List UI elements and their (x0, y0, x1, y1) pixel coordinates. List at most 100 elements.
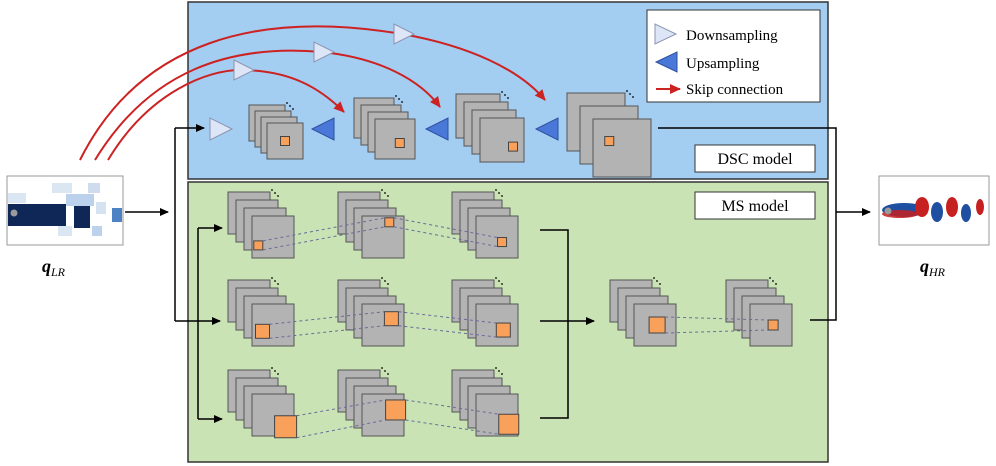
ms-stack-r3-c2 (337, 367, 407, 437)
receptive-link (262, 226, 385, 251)
ellipsis-dot (277, 283, 279, 285)
ellipsis-dot (384, 280, 386, 282)
ellipsis-dot (769, 277, 771, 279)
kernel (498, 413, 520, 435)
receptive-link (398, 311, 497, 324)
ellipsis-dot (381, 277, 383, 279)
ellipsis-dot (626, 90, 628, 92)
ms-label-box (694, 191, 816, 220)
ellipsis-dot (387, 373, 389, 375)
kernel (394, 138, 405, 148)
input-label: qLR (42, 256, 66, 279)
ellipsis-dot (772, 280, 774, 282)
ellipsis-dot (384, 370, 386, 372)
ellipsis-dot (274, 280, 276, 282)
ellipsis-dot (501, 195, 503, 197)
upsampling-triangle-icon (534, 117, 559, 141)
ellipsis-dot (495, 367, 497, 369)
ellipsis-dot (395, 95, 397, 97)
receptive-link (665, 329, 769, 334)
ms-stack-r3-c1 (227, 367, 298, 439)
ellipsis-dot (498, 280, 500, 282)
downsampling-triangle-icon (313, 41, 336, 63)
ellipsis-dot (401, 101, 403, 103)
kernel (604, 136, 615, 147)
downsampling-triangle-icon (393, 23, 416, 45)
ellipsis-dot (501, 283, 503, 285)
ms-fusion-stack-2 (725, 277, 793, 347)
ellipsis-dot (629, 93, 631, 95)
downsampling-triangle-icon (233, 59, 256, 81)
ms-model-label: MS model (721, 198, 789, 215)
ellipsis-dot (271, 189, 273, 191)
receptive-link (405, 419, 499, 435)
kernel (497, 237, 508, 248)
dsc-stack-2 (353, 95, 416, 160)
feature-map (592, 118, 652, 178)
kernel (383, 311, 399, 327)
ellipsis-dot (271, 277, 273, 279)
ellipsis-dot (659, 283, 661, 285)
downsampling-triangle-icon (654, 23, 678, 45)
downsampling-triangle-icon (209, 117, 234, 141)
ellipsis-dot (775, 283, 777, 285)
input-field-image (6, 175, 124, 246)
ellipsis-dot (653, 277, 655, 279)
dsc-stack-3 (455, 91, 525, 163)
receptive-link (269, 311, 385, 325)
ellipsis-dot (498, 370, 500, 372)
receptive-link (665, 316, 769, 321)
output-flow (658, 127, 871, 321)
legend-upsampling: Upsampling (686, 56, 760, 72)
ms-stack-r2-c3 (451, 277, 519, 347)
upsampling-triangle-icon (424, 117, 449, 141)
legend-downsampling: Downsampling (686, 28, 778, 44)
ellipsis-dot (292, 108, 294, 110)
receptive-link (405, 399, 499, 415)
ellipsis-dot (495, 277, 497, 279)
dsc-stack-1 (248, 102, 304, 160)
upsampling-triangle-icon (654, 51, 678, 73)
ellipsis-dot (501, 373, 503, 375)
ellipsis-dot (274, 192, 276, 194)
ellipsis-dot (632, 96, 634, 98)
ellipsis-dot (286, 102, 288, 104)
ellipsis-dot (495, 189, 497, 191)
ellipsis-dot (384, 192, 386, 194)
ms-stack-r2-c1 (227, 277, 295, 347)
ms-network (227, 189, 793, 439)
feature-map (361, 215, 405, 259)
dsc-stack-4 (566, 90, 652, 178)
receptive-link (398, 325, 497, 338)
ms-fusion-stack-1 (609, 277, 677, 347)
ellipsis-dot (277, 195, 279, 197)
feature-map (251, 215, 295, 259)
ms-merge-flow (540, 229, 595, 419)
ms-stack-r3-c3 (451, 367, 520, 437)
dsc-model-label: DSC model (717, 151, 793, 168)
ellipsis-dot (381, 367, 383, 369)
ellipsis-dot (498, 192, 500, 194)
ellipsis-dot (504, 94, 506, 96)
ellipsis-dot (381, 189, 383, 191)
kernel (648, 316, 666, 334)
ellipsis-dot (387, 195, 389, 197)
kernel (508, 141, 518, 152)
ellipsis-dot (656, 280, 658, 282)
ellipsis-dot (507, 97, 509, 99)
kernel (385, 399, 407, 421)
upsampling-triangle-icon (310, 117, 335, 141)
kernel (255, 323, 270, 339)
kernel (253, 240, 264, 251)
ellipsis-dot (271, 367, 273, 369)
ms-stack-r2-c2 (337, 277, 405, 347)
ellipsis-dot (289, 105, 291, 107)
ellipsis-dot (387, 283, 389, 285)
dsc-label-box (694, 144, 816, 173)
receptive-link (269, 325, 385, 339)
ellipsis-dot (501, 91, 503, 93)
ms-stack-r1-c3 (451, 189, 519, 259)
legend: Downsampling Upsampling Skip connection (646, 9, 821, 103)
